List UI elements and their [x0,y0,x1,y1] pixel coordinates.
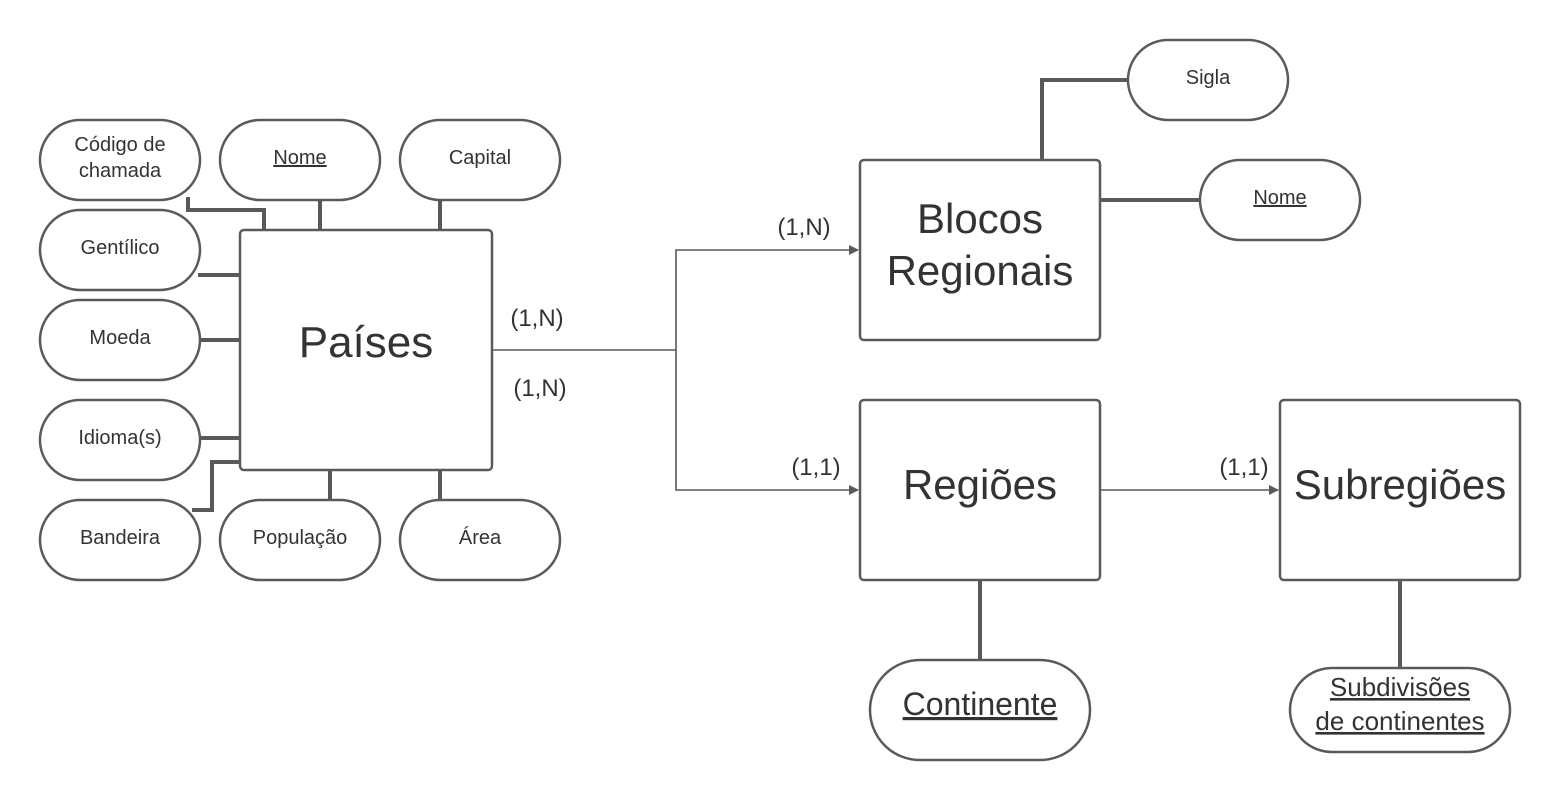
connector-codigo [186,197,266,230]
attribute-nome-blocos-label: Nome [1253,187,1306,209]
attribute-codigo-label-line1: Código de [74,134,165,156]
relationship-lines [492,245,1279,495]
cardinality-subregioes: (1,1) [1219,454,1268,481]
relationship-arrow-blocos [675,245,859,350]
entity-subregioes-label: Subregiões [1294,461,1506,508]
entity-blocos-regionais[interactable]: Blocos Regionais [858,158,1102,342]
connector-sigla [1040,78,1128,160]
attribute-populacao-label: População [253,527,348,549]
cardinality-paises-upper: (1,N) [510,305,563,332]
attribute-gentilico-label: Gentílico [81,237,160,259]
attribute-moeda-label: Moeda [89,327,151,349]
entity-subregioes[interactable]: Subregiões [1278,398,1522,582]
attribute-codigo-label-line2: chamada [79,160,162,182]
cardinality-blocos: (1,N) [777,214,830,241]
attribute-codigo-de-chamada[interactable]: Código de chamada [38,118,202,202]
cardinality-labels: (1,N) (1,N) (1,N) (1,1) (1,1) [510,214,1268,481]
attribute-sigla[interactable]: Sigla [1126,38,1290,122]
attribute-subdivisoes-label-line1: Subdivisões [1330,672,1470,702]
attribute-connectors [186,78,1402,668]
attribute-idiomas-label: Idioma(s) [78,427,161,449]
attribute-gentilico[interactable]: Gentílico [38,208,202,292]
attribute-bandeira-label: Bandeira [80,527,161,549]
attribute-capital[interactable]: Capital [398,118,562,202]
entity-paises-label: Países [299,318,434,367]
cardinality-paises-lower: (1,N) [513,375,566,402]
cardinality-regioes: (1,1) [791,454,840,481]
attribute-area[interactable]: Área [398,498,562,582]
attribute-nome-blocos[interactable]: Nome [1198,158,1362,242]
connector-bandeira [192,460,240,512]
entity-regioes-label: Regiões [903,461,1057,508]
attribute-moeda[interactable]: Moeda [38,298,202,382]
entity-regioes[interactable]: Regiões [858,398,1102,582]
attribute-subdivisoes-de-continentes[interactable]: Subdivisões de continentes [1288,666,1512,754]
relationship-arrow-regioes [675,350,859,495]
attribute-continente-label: Continente [903,686,1058,722]
entity-blocos-label-line2: Regionais [887,247,1074,294]
attribute-continente[interactable]: Continente [868,658,1092,762]
attribute-nome-paises[interactable]: Nome [218,118,382,202]
attribute-idiomas[interactable]: Idioma(s) [38,398,202,482]
entity-blocos-label-line1: Blocos [917,195,1043,242]
entity-paises[interactable]: Países [238,228,494,472]
attribute-subdivisoes-label-line2: de continentes [1315,706,1484,736]
attribute-populacao[interactable]: População [218,498,382,582]
attribute-area-label: Área [459,526,502,549]
attribute-nome-paises-label: Nome [273,147,326,169]
attribute-sigla-label: Sigla [1186,67,1231,89]
attribute-capital-label: Capital [449,147,511,169]
attribute-bandeira[interactable]: Bandeira [38,498,202,582]
